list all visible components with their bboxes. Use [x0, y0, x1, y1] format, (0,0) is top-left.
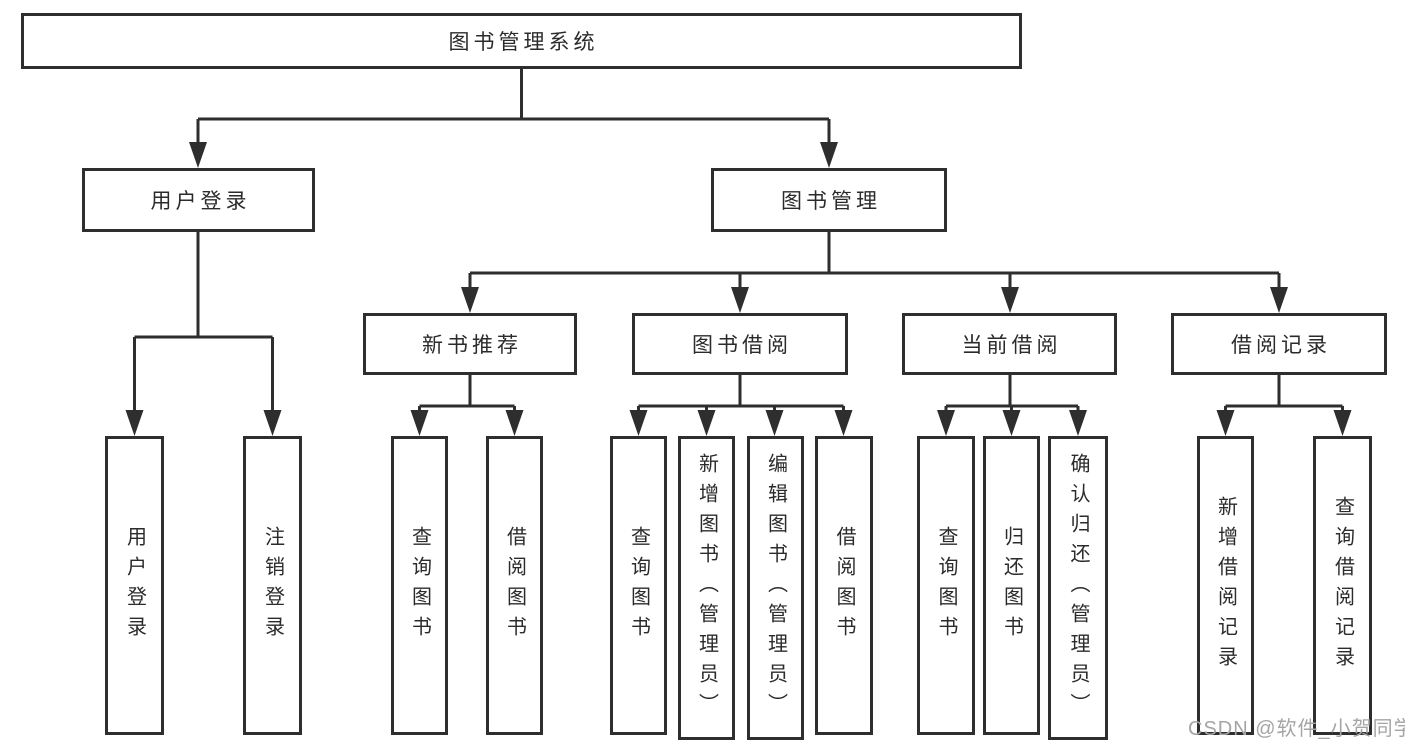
- node-current-borrowing: 当前借阅: [902, 313, 1117, 375]
- node-book-borrowing-label: 图书借阅: [692, 334, 792, 357]
- leaf-user-login-label: 用户登录: [123, 525, 146, 646]
- node-library-system: 图书管理系统: [21, 13, 1022, 69]
- leaf-edit-books-admin-label: 编辑图书（管理员）: [764, 453, 787, 723]
- leaf-borrow-books-borrowing: 借阅图书: [815, 436, 873, 735]
- node-book-management-label: 图书管理: [781, 190, 881, 213]
- node-library-system-label: 图书管理系统: [448, 31, 599, 54]
- leaf-confirm-return-admin-label: 确认归还（管理员）: [1067, 453, 1089, 723]
- leaf-user-login: 用户登录: [105, 436, 164, 735]
- leaf-logout-label: 注销登录: [261, 525, 284, 646]
- node-new-book-recommendation-label: 新书推荐: [422, 334, 522, 357]
- node-borrowing-records-label: 借阅记录: [1231, 334, 1331, 357]
- leaf-return-books-label: 归还图书: [1000, 525, 1023, 646]
- leaf-borrow-books-recommend-label: 借阅图书: [503, 525, 526, 646]
- leaf-add-borrow-record: 新增借阅记录: [1197, 436, 1254, 735]
- leaf-confirm-return-admin: 确认归还（管理员）: [1048, 436, 1108, 740]
- leaf-query-books-current: 查询图书: [917, 436, 975, 735]
- leaf-query-books-recommend-label: 查询图书: [408, 525, 431, 646]
- node-user-login-label: 用户登录: [150, 190, 251, 213]
- node-user-login: 用户登录: [82, 168, 315, 232]
- leaf-query-books-borrowing-label: 查询图书: [627, 525, 650, 646]
- leaf-add-books-admin: 新增图书（管理员）: [678, 436, 735, 740]
- node-new-book-recommendation: 新书推荐: [363, 313, 577, 375]
- leaf-return-books: 归还图书: [983, 436, 1040, 735]
- leaf-edit-books-admin: 编辑图书（管理员）: [747, 436, 804, 740]
- node-current-borrowing-label: 当前借阅: [961, 334, 1062, 357]
- node-book-management: 图书管理: [711, 168, 947, 232]
- leaf-logout: 注销登录: [243, 436, 302, 735]
- leaf-borrow-books-recommend: 借阅图书: [486, 436, 543, 735]
- leaf-query-books-current-label: 查询图书: [935, 525, 957, 646]
- node-borrowing-records: 借阅记录: [1171, 313, 1387, 375]
- leaf-query-books-borrowing: 查询图书: [610, 436, 667, 735]
- watermark-text: CSDN @软件_小贺同学: [1188, 718, 1405, 740]
- leaf-add-books-admin-label: 新增图书（管理员）: [695, 453, 718, 723]
- leaf-add-borrow-record-label: 新增借阅记录: [1214, 495, 1237, 676]
- leaf-query-borrow-record-label: 查询借阅记录: [1331, 495, 1354, 676]
- node-book-borrowing: 图书借阅: [632, 313, 848, 375]
- leaf-query-borrow-record: 查询借阅记录: [1313, 436, 1372, 735]
- leaf-query-books-recommend: 查询图书: [391, 436, 448, 735]
- leaf-borrow-books-borrowing-label: 借阅图书: [833, 525, 855, 646]
